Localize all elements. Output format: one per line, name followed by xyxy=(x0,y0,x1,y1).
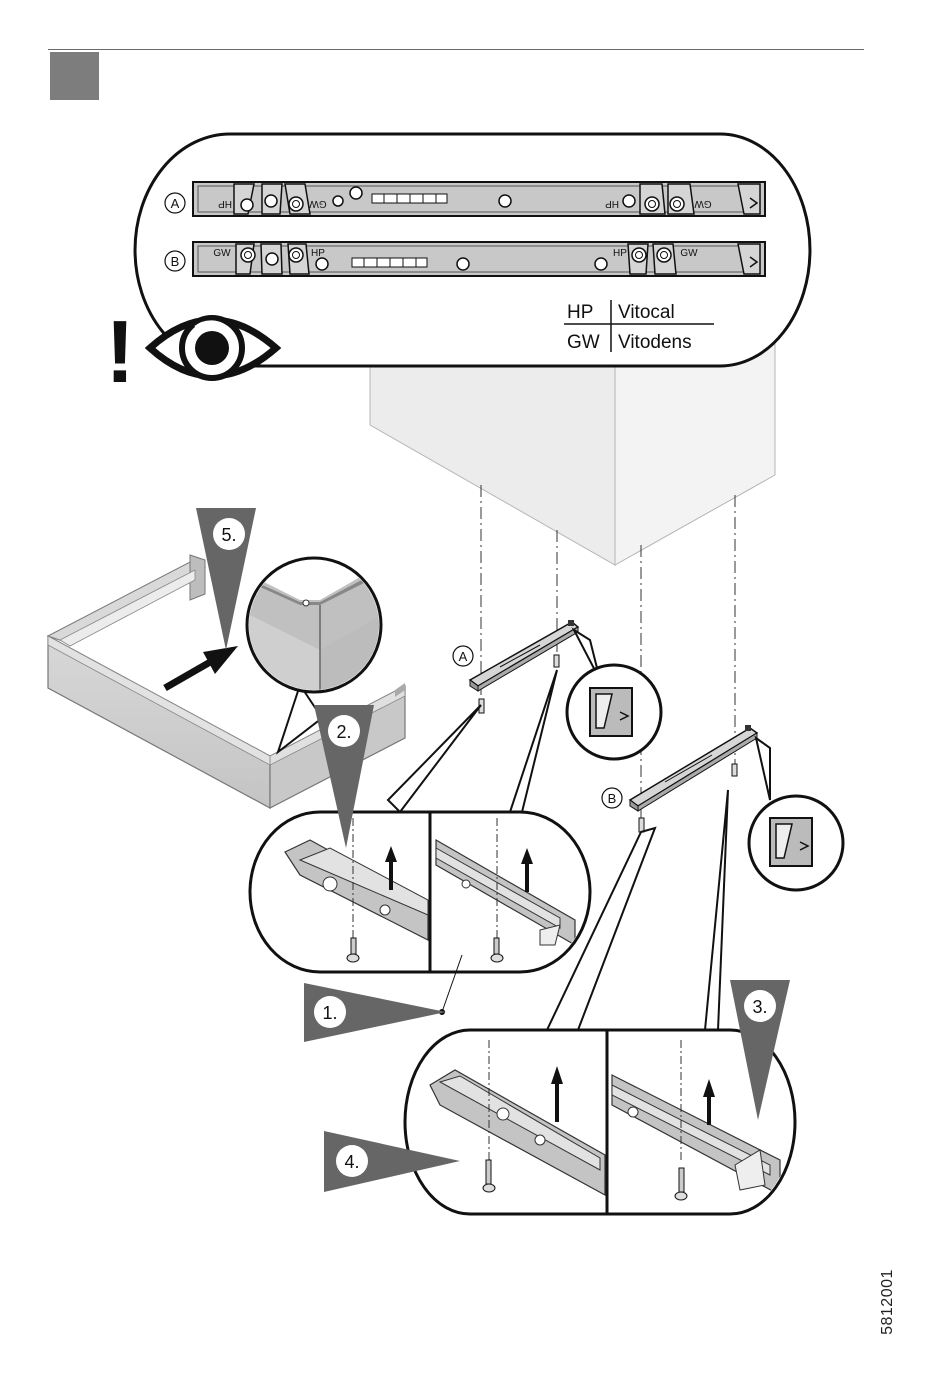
rail-b-code-4: GW xyxy=(680,248,698,259)
label-a-circle: A xyxy=(165,193,185,213)
screw-b1 xyxy=(639,818,644,832)
insertion-arrow xyxy=(165,646,238,688)
rail-b-code-1: GW xyxy=(213,248,231,259)
label-a: A xyxy=(171,196,180,211)
legend-code-hp: HP xyxy=(567,302,593,323)
step-2-label: 2. xyxy=(336,722,351,742)
rail-b-label: B xyxy=(602,788,622,808)
rail-b-detail: GW HP HP GW xyxy=(193,242,765,276)
rail-b-code-2: HP xyxy=(311,248,325,259)
rail-a-code-3: HP xyxy=(605,198,619,209)
svg-text:B: B xyxy=(608,791,617,806)
exclamation-mark: ! xyxy=(105,302,134,401)
document-number-text: 5812001 xyxy=(879,1269,897,1335)
rail-b-code-3: HP xyxy=(613,248,627,259)
step-1-marker: 1. xyxy=(304,983,446,1042)
rail-b-end-detail xyxy=(749,738,843,890)
legend-name-vitocal: Vitocal xyxy=(618,302,675,323)
rail-a-end-detail xyxy=(567,630,661,759)
label-b-circle: B xyxy=(165,251,185,271)
rail-a xyxy=(470,620,578,713)
rail-a-code-2: GW xyxy=(309,198,327,209)
rail-a-code-4: GW xyxy=(694,198,712,209)
screw-a2 xyxy=(554,655,559,667)
step-3-label: 3. xyxy=(752,997,767,1017)
step-1-label: 1. xyxy=(322,1003,337,1023)
rail-a-detail: HP GW HP GW xyxy=(193,182,765,216)
rail-a-label: A xyxy=(453,646,473,666)
rail-a-code-1: HP xyxy=(218,198,232,209)
legend-code-gw: GW xyxy=(567,332,600,353)
svg-text:A: A xyxy=(459,649,468,664)
label-b: B xyxy=(171,254,180,269)
screw-b2 xyxy=(732,764,737,776)
document-number: 5812001 xyxy=(868,1262,908,1342)
legend-name-vitodens: Vitodens xyxy=(618,332,692,353)
step-4-label: 4. xyxy=(344,1152,359,1172)
step-5-label: 5. xyxy=(221,525,236,545)
